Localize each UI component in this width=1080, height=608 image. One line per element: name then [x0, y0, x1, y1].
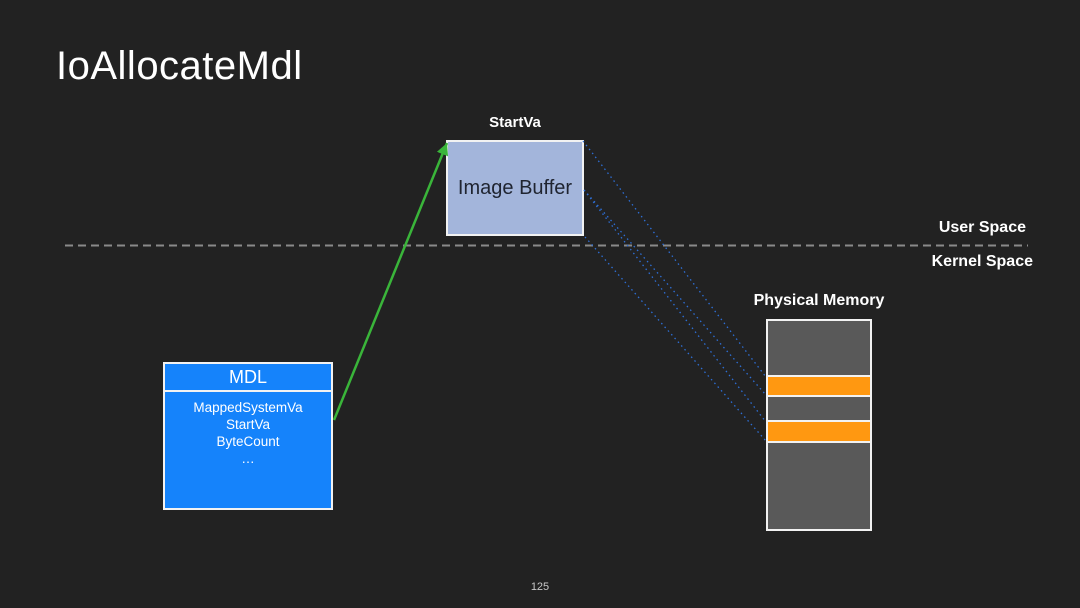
physical-memory-label: Physical Memory — [753, 292, 885, 309]
buffer-to-page1-top-mapping-line — [582, 140, 767, 378]
slide-title: IoAllocateMdl — [56, 44, 303, 88]
mdl-startva-arrow — [332, 142, 449, 421]
buffer-to-page2-top-mapping-line — [583, 189, 767, 423]
mdl-field: ByteCount — [216, 434, 280, 449]
startva-pointer-label: StartVa — [489, 114, 541, 131]
user-space-label: User Space — [938, 219, 1026, 236]
memory-block-unmapped — [768, 397, 870, 420]
buffer-to-page2-bottom-mapping-line — [584, 236, 767, 442]
mdl-field: StartVa — [225, 417, 271, 432]
memory-block-unmapped — [768, 443, 870, 529]
mdl-field: MappedSystemVa — [193, 400, 303, 415]
image-buffer-box: Image Buffer — [446, 140, 584, 236]
memory-block-mapped — [768, 377, 870, 395]
physical-memory-column — [766, 319, 872, 531]
memory-block-unmapped — [768, 321, 870, 375]
mdl-title: MDL — [165, 364, 331, 392]
page-number: 125 — [530, 581, 550, 593]
kernel-space-label: Kernel Space — [931, 253, 1033, 270]
buffer-to-page1-bottom-mapping-line — [583, 189, 767, 396]
mdl-field: … — [241, 451, 255, 466]
image-buffer-label: Image Buffer — [457, 176, 573, 199]
memory-block-mapped — [768, 422, 870, 441]
